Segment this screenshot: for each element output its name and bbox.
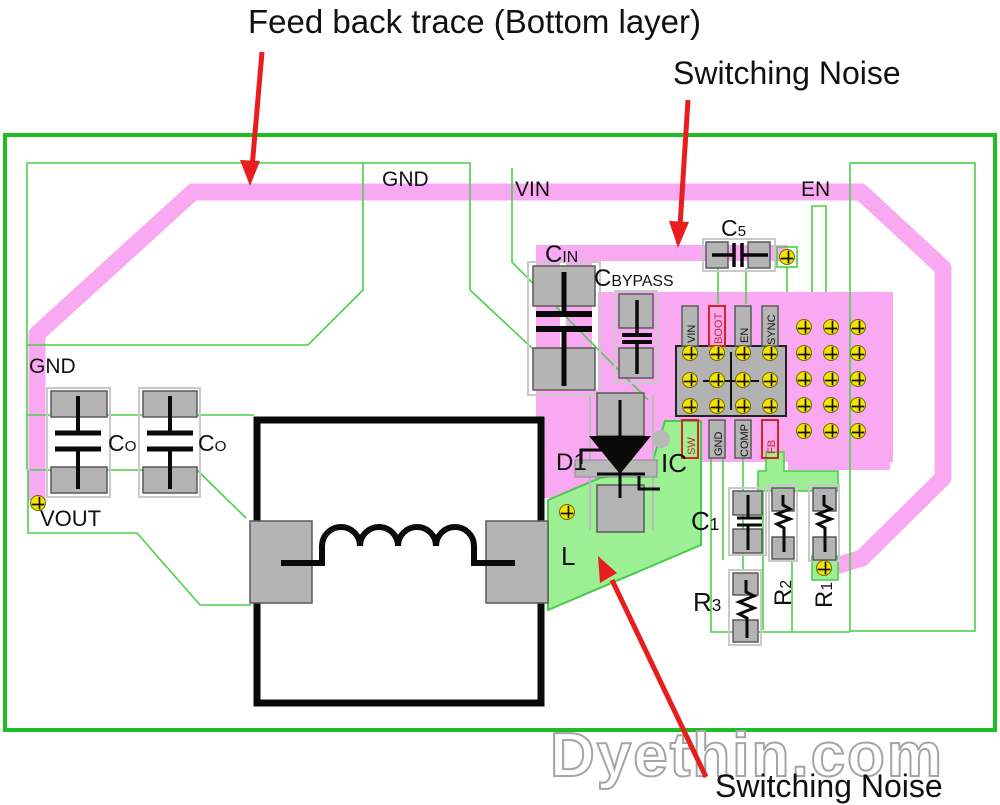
refdes-d1: D1 [556, 449, 587, 476]
r1-via [815, 559, 833, 577]
switching-noise-top-label: Switching Noise [673, 55, 901, 91]
refdes-c1: C1 [691, 506, 719, 536]
refdes-r1: R1 [811, 582, 838, 608]
refdes-r2: R2 [770, 580, 797, 606]
pin-label-sw: SW [686, 437, 698, 455]
switching-noise-bottom-label: Switching Noise [715, 768, 943, 804]
noise-top-arrow-head [669, 221, 689, 248]
capacitor-cbypass [614, 290, 658, 384]
resistor-r2 [768, 484, 798, 562]
refdes-r3: R3 [693, 587, 721, 617]
refdes-cin: CIN [545, 241, 578, 268]
refdes-cbypass: CBYPASS [594, 265, 674, 292]
pin-label-en: EN [739, 328, 751, 343]
capacitor-co-right [138, 387, 201, 498]
diode-d1 [574, 392, 660, 533]
pin-sw [681, 419, 699, 459]
pin-label-fb: FB [766, 440, 778, 454]
net-label-vout: VOUT [40, 506, 101, 531]
c5-via [778, 248, 796, 266]
net-label-gnd-top: GND [382, 168, 429, 191]
net-label-vin: VIN [515, 178, 550, 201]
noise-top-arrow-shaft [677, 99, 691, 227]
refdes-co-right: CO [198, 430, 227, 456]
noise-bottom-arrow-head [598, 556, 617, 583]
net-label-gnd-left: GND [29, 355, 76, 378]
pin-label-comp: COMP [739, 424, 751, 457]
inductor-coil-symbol [281, 524, 515, 566]
sw-dot [652, 430, 670, 448]
pin-label-boot: BOOT [713, 313, 725, 344]
resistor-r3 [728, 569, 762, 646]
sw-node-via [558, 503, 576, 521]
inductor-l [249, 416, 549, 707]
refdes-ic: IC [661, 448, 687, 478]
noise-bottom-arrow-shaft [609, 578, 709, 779]
capacitor-cin [527, 261, 601, 396]
refdes-c5: C5 [721, 215, 746, 241]
capacitor-co-left [46, 387, 111, 498]
feedback-arrow-head [240, 160, 260, 186]
pin-label-vin: VIN [686, 325, 698, 343]
feedback-trace [28, 183, 952, 575]
feedback-arrow-shaft [249, 51, 265, 169]
pin-gnd [708, 419, 726, 459]
refdes-co-left: CO [108, 430, 137, 456]
copper-pour-d1 [543, 390, 598, 498]
page-title: Feed back trace (Bottom layer) [248, 3, 701, 40]
pin-fb [761, 419, 779, 459]
capacitor-c5 [702, 238, 776, 272]
copper-pour-fb [788, 438, 890, 470]
pin-label-sync: SYNC [766, 314, 778, 345]
resistor-r1 [808, 484, 840, 562]
watermark: Dyethin.com [550, 721, 944, 790]
annotation-arrows [240, 51, 709, 779]
capacitor-c1 [728, 487, 767, 556]
net-label-en: EN [801, 178, 830, 201]
pin-label-gnd: GND [713, 432, 725, 457]
pin-comp [734, 419, 752, 459]
refdes-l: L [561, 541, 575, 571]
